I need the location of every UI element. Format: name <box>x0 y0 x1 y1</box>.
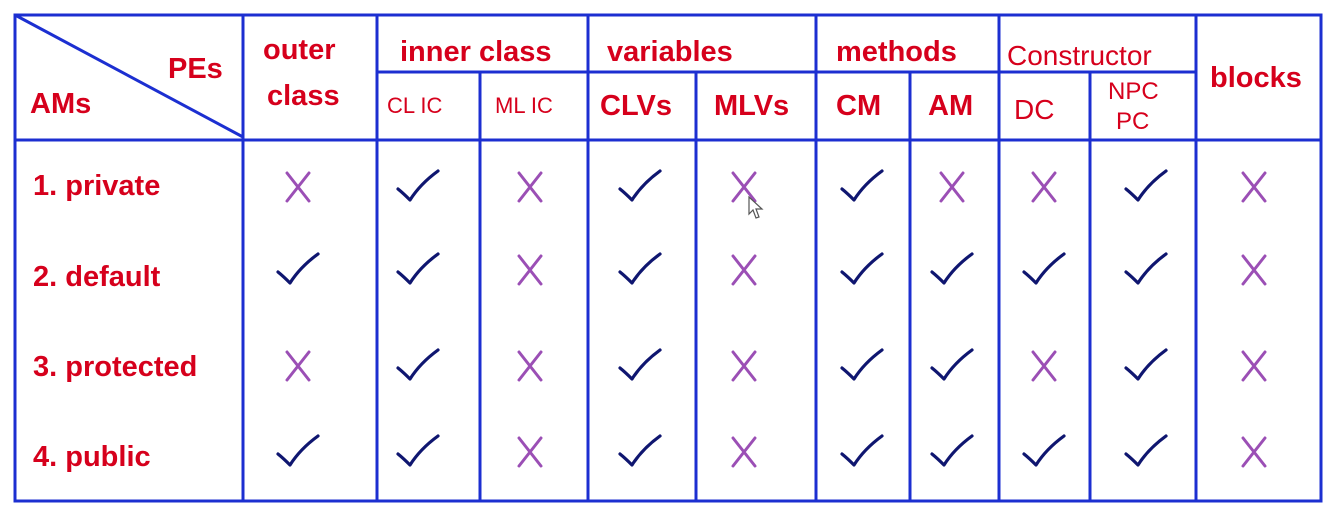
cross-icon <box>721 432 767 472</box>
check-icon <box>395 250 441 290</box>
header-mlvs: MLVs <box>714 90 790 122</box>
check-icon <box>617 432 663 472</box>
corner-ams-label: AMs <box>30 88 92 120</box>
cross-icon <box>507 432 553 472</box>
cross-icon <box>929 167 975 207</box>
header-cl-ic: CL IC <box>387 93 443 118</box>
check-icon <box>275 432 321 472</box>
row-label-public: 4. public <box>33 441 151 473</box>
check-icon <box>395 167 441 207</box>
check-icon <box>275 250 321 290</box>
cross-icon <box>1021 346 1067 386</box>
check-icon <box>1123 250 1169 290</box>
check-icon <box>617 250 663 290</box>
check-icon <box>839 432 885 472</box>
check-icon <box>1123 346 1169 386</box>
header-class: class <box>267 80 340 112</box>
header-pc: PC <box>1116 108 1150 135</box>
cross-icon <box>1231 432 1277 472</box>
cross-icon <box>1231 346 1277 386</box>
check-icon <box>839 346 885 386</box>
cross-icon <box>507 167 553 207</box>
cross-icon <box>1231 167 1277 207</box>
corner-diagonal <box>14 13 244 139</box>
header-cm: CM <box>836 90 882 122</box>
corner-pes-label: PEs <box>168 53 223 85</box>
check-icon <box>395 432 441 472</box>
cross-icon <box>1021 167 1067 207</box>
check-icon <box>1123 432 1169 472</box>
header-ml-ic: ML IC <box>495 93 553 118</box>
check-icon <box>1021 250 1067 290</box>
check-icon <box>929 250 975 290</box>
header-npc: NPC <box>1108 78 1159 105</box>
cross-icon <box>721 167 767 207</box>
check-icon <box>617 167 663 207</box>
cross-icon <box>507 346 553 386</box>
header-inner-class: inner class <box>400 36 552 68</box>
check-icon <box>395 346 441 386</box>
header-methods: methods <box>836 36 957 68</box>
check-icon <box>929 432 975 472</box>
check-icon <box>1123 167 1169 207</box>
check-icon <box>1021 432 1067 472</box>
header-am: AM <box>928 90 974 122</box>
check-icon <box>929 346 975 386</box>
header-outer: outer <box>263 34 336 66</box>
cross-icon <box>507 250 553 290</box>
cross-icon <box>721 250 767 290</box>
cross-icon <box>721 346 767 386</box>
header-clvs: CLVs <box>600 90 672 122</box>
header-variables: variables <box>607 36 733 68</box>
check-icon <box>617 346 663 386</box>
cross-icon <box>275 167 321 207</box>
mouse-cursor-icon <box>748 196 764 219</box>
check-icon <box>839 167 885 207</box>
header-constructor: Constructor <box>1007 40 1152 71</box>
header-dc: DC <box>1014 94 1055 125</box>
check-icon <box>839 250 885 290</box>
row-label-protected: 3. protected <box>33 351 198 383</box>
table-border <box>13 13 1323 503</box>
row-label-private: 1. private <box>33 170 161 202</box>
row-label-default: 2. default <box>33 261 161 293</box>
cross-icon <box>1231 250 1277 290</box>
cross-icon <box>275 346 321 386</box>
header-blocks: blocks <box>1210 62 1302 94</box>
